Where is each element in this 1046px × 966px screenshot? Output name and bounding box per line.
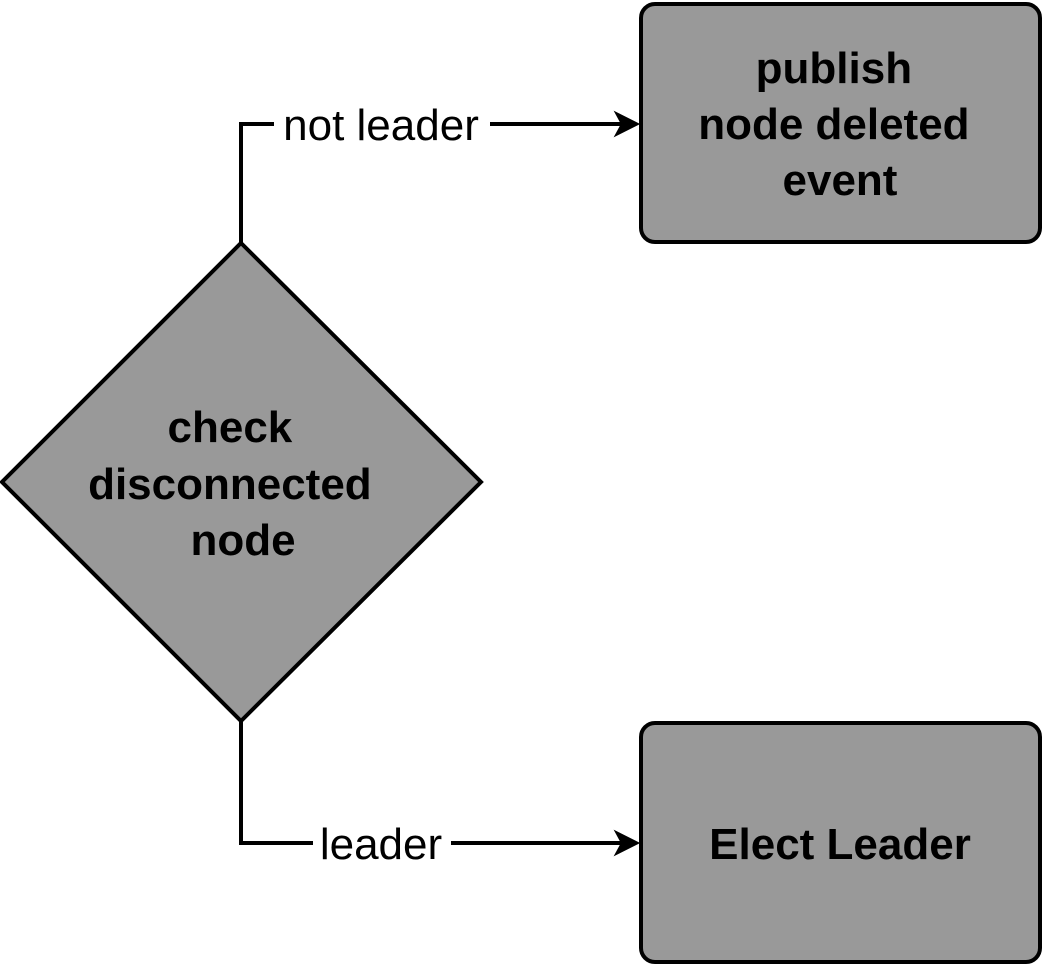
not-leader-label-bg: [274, 100, 490, 148]
decision-label: check disconnected node: [88, 403, 384, 565]
publish-label-line-2: node deleted: [698, 100, 969, 149]
publish-label-line-1: publish: [756, 44, 912, 93]
not-leader-arrowhead: [613, 110, 641, 138]
publish-box: [639, 2, 1042, 244]
publish-label-line-3: event: [783, 156, 898, 205]
leader-arrowhead: [613, 829, 641, 857]
leader-label: leader: [320, 820, 442, 869]
elect-leader-label: Elect Leader: [709, 820, 971, 869]
elect-leader-label-line-1: Elect Leader: [709, 820, 971, 869]
publish-node-deleted-event-node[interactable]: publish node deleted event: [639, 2, 1042, 244]
decision-label-line-2: disconnected: [88, 460, 372, 509]
decision-node[interactable]: check disconnected node: [0, 240, 484, 724]
leader-label-bg: [313, 819, 451, 867]
decision-label-line-1: check: [168, 403, 293, 452]
decision-label-line-3: node: [190, 516, 295, 565]
not-leader-connector: [239, 122, 622, 243]
publish-box-label: publish node deleted event: [698, 44, 982, 205]
decision-diamond: [0, 240, 484, 724]
leader-connector: [239, 721, 622, 845]
not-leader-label: not leader: [283, 101, 479, 150]
elect-leader-node[interactable]: Elect Leader: [639, 721, 1042, 964]
elect-leader-box: [639, 721, 1042, 964]
